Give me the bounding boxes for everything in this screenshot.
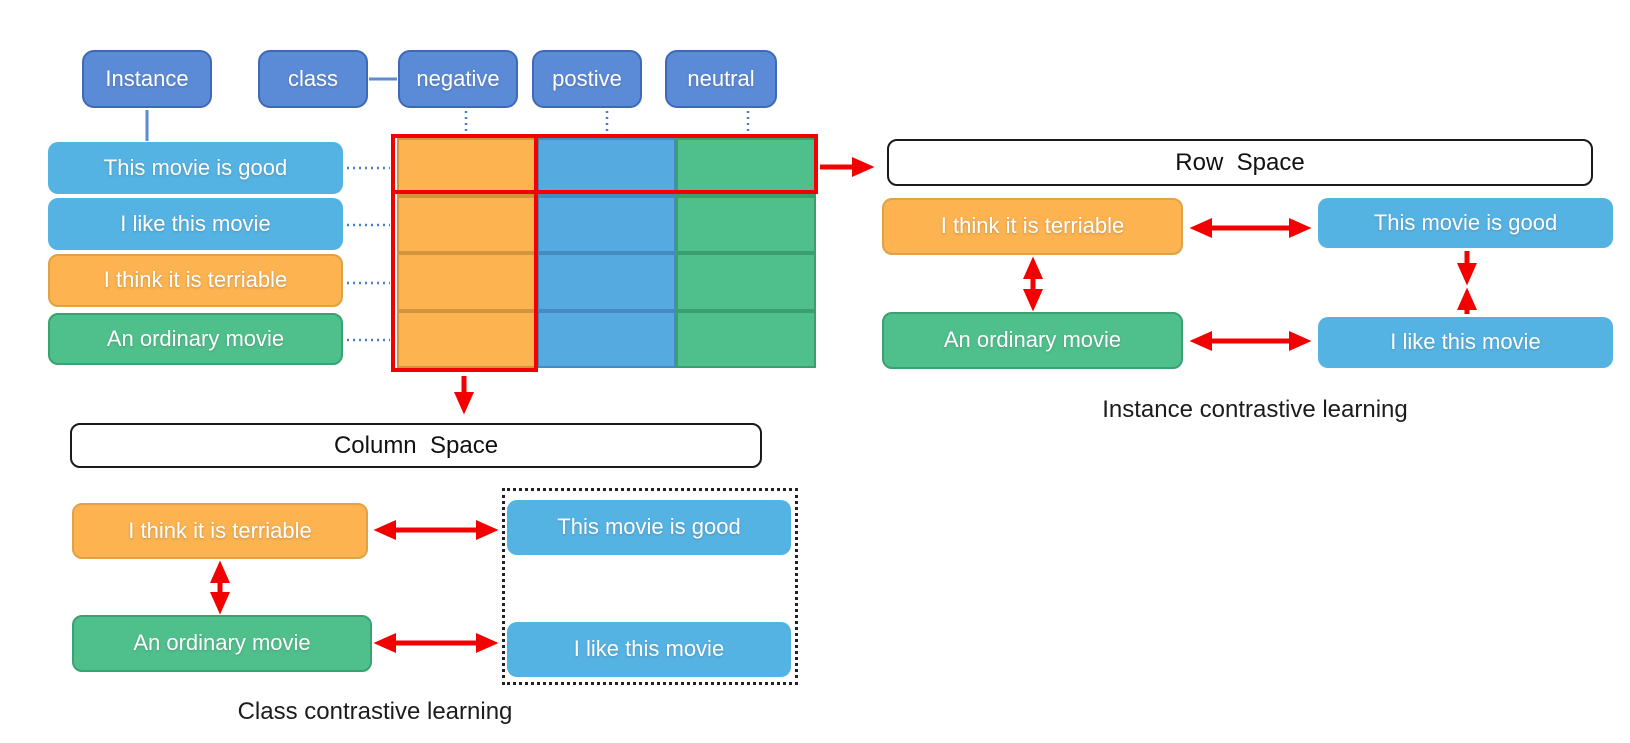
instance-ordinary-text: An ordinary movie: [106, 325, 285, 351]
column-space-good-text: This movie is good: [557, 514, 741, 540]
row-space-box-good: This movie is good: [1318, 198, 1613, 248]
label-class: class: [287, 65, 339, 91]
row-space-terrible-text: I think it is terriable: [940, 213, 1125, 239]
matrix-cell-neutral-r2: [676, 195, 816, 253]
instance-like-text: I like this movie: [120, 210, 271, 236]
instance-terrible-text: I think it is terriable: [103, 267, 288, 293]
column-space-box-terrible: I think it is terriable: [72, 503, 368, 559]
instance-box-like: I like this movie: [48, 198, 343, 250]
label-box-neutral: neutral: [665, 50, 777, 108]
matrix-cell-neutral-r3: [676, 253, 816, 311]
column-space-box-like: I like this movie: [507, 622, 791, 677]
column-space-box-good: This movie is good: [507, 500, 791, 555]
column-space-box-ordinary: An ordinary movie: [72, 615, 372, 672]
matrix-cell-negative-r1: [397, 138, 537, 196]
label-box-class: class: [258, 50, 368, 108]
row-space-box-terrible: I think it is terriable: [882, 198, 1183, 255]
row-space-box-ordinary: An ordinary movie: [882, 312, 1183, 369]
instance-good-text: This movie is good: [103, 154, 288, 180]
matrix-cell-postive-r2: [536, 195, 677, 253]
matrix-cell-negative-r4: [397, 310, 537, 368]
label-box-instance: Instance: [82, 50, 212, 108]
caption-class-text: Class contrastive learning: [237, 698, 513, 725]
label-box-positive: postive: [532, 50, 642, 108]
label-instance: Instance: [105, 65, 189, 91]
row-space-box-like: I like this movie: [1318, 317, 1613, 368]
matrix-cell-neutral-r4: [676, 310, 816, 368]
highlight-first-column: [391, 134, 538, 372]
label-negative: negative: [416, 65, 500, 91]
column-space-title: Column Space: [333, 431, 499, 459]
label-positive: postive: [552, 65, 622, 91]
matrix-cell-postive-r1: [536, 138, 677, 196]
caption-class-contrastive: Class contrastive learning: [150, 698, 600, 726]
column-space-terrible-text: I think it is terriable: [128, 517, 312, 543]
matrix-cell-postive-r3: [536, 253, 677, 311]
matrix-cell-neutral-r1: [676, 138, 816, 196]
column-space-box: Column Space: [70, 423, 762, 468]
caption-instance-text: Instance contrastive learning: [1102, 396, 1408, 423]
row-space-good-text: This movie is good: [1373, 209, 1558, 235]
row-space-ordinary-text: An ordinary movie: [943, 327, 1122, 353]
row-space-title: Row Space: [1175, 148, 1305, 176]
instance-box-ordinary: An ordinary movie: [48, 313, 343, 365]
instance-box-terrible: I think it is terriable: [48, 254, 343, 307]
column-space-ordinary-text: An ordinary movie: [133, 630, 311, 656]
class-matrix: [397, 138, 816, 368]
matrix-cell-negative-r3: [397, 253, 537, 311]
instance-box-good: This movie is good: [48, 142, 343, 194]
label-neutral: neutral: [687, 65, 755, 91]
caption-instance-contrastive: Instance contrastive learning: [1020, 396, 1490, 424]
row-space-like-text: I like this movie: [1390, 329, 1541, 355]
column-space-like-text: I like this movie: [573, 636, 725, 662]
label-box-negative: negative: [398, 50, 518, 108]
positive-pair-dotted-group: [502, 488, 798, 685]
matrix-cell-postive-r4: [536, 310, 677, 368]
row-space-box: Row Space: [887, 139, 1593, 186]
